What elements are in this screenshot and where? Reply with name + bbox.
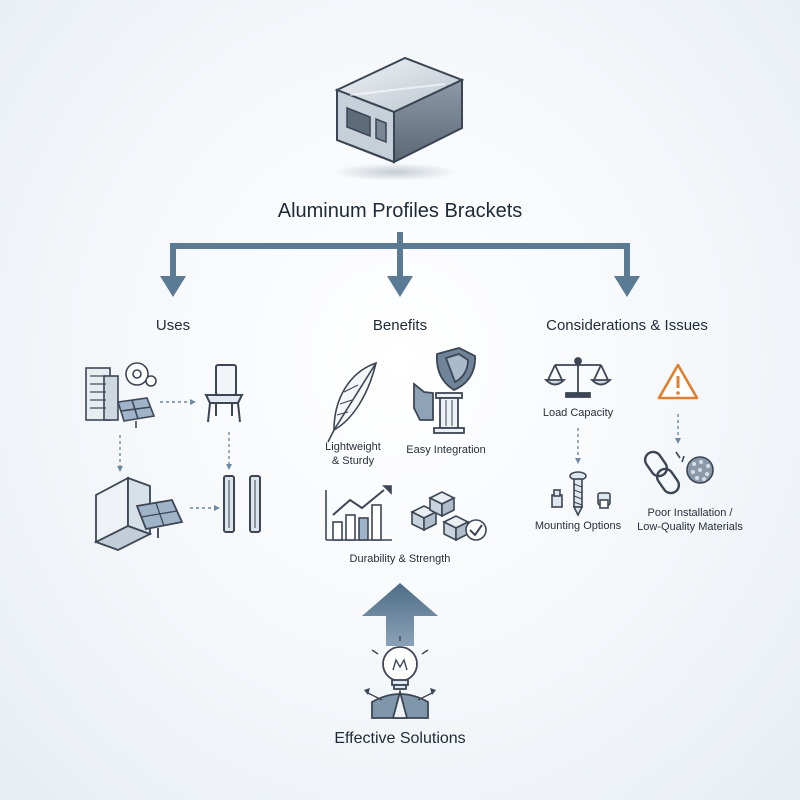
outcome-label: Effective Solutions (334, 730, 466, 747)
arrow-to-uses (160, 276, 186, 297)
chair-icon (204, 364, 244, 423)
easy-integration-label: Easy Integration (406, 444, 486, 456)
lightbulb-person-icon (364, 636, 436, 719)
feather-icon (327, 361, 378, 443)
rail-profiles-icon (223, 475, 261, 533)
load-capacity-label: Load Capacity (542, 407, 614, 419)
aluminum-beam-icon (333, 56, 465, 181)
warning-icon (657, 363, 699, 400)
branch-connector (170, 232, 630, 278)
building-gear-solar-icon (85, 362, 157, 428)
growth-chart-icon (325, 485, 392, 541)
broken-chain-icon (643, 450, 685, 495)
mounting-options-label: Mounting Options (534, 520, 622, 532)
durability-label: Durability & Strength (349, 553, 451, 565)
considerations-flow-arrows (577, 414, 679, 460)
lightweight-label-line2: & Sturdy (331, 455, 375, 467)
poor-installation-label-line2: Low-Quality Materials (637, 521, 743, 533)
modules-check-icon (410, 491, 487, 542)
shield-pillar-icon (413, 347, 476, 434)
lightweight-label-line1: Lightweight (325, 441, 381, 453)
uses-flow-arrows (119, 401, 230, 509)
diagram-title: Aluminum Profiles Brackets (277, 200, 523, 222)
screws-icon (551, 471, 611, 517)
column-heading-uses: Uses (155, 317, 191, 334)
scales-icon (543, 357, 613, 398)
poor-installation-label-line1: Poor Installation / (647, 507, 733, 519)
big-up-arrow (362, 583, 438, 646)
bracket-solar-icon (93, 476, 184, 551)
column-heading-considerations: Considerations & Issues (546, 317, 708, 334)
arrow-to-benefits (387, 276, 413, 297)
arrow-to-considerations (614, 276, 640, 297)
column-heading-benefits: Benefits (372, 317, 428, 334)
damaged-material-icon (686, 456, 714, 484)
